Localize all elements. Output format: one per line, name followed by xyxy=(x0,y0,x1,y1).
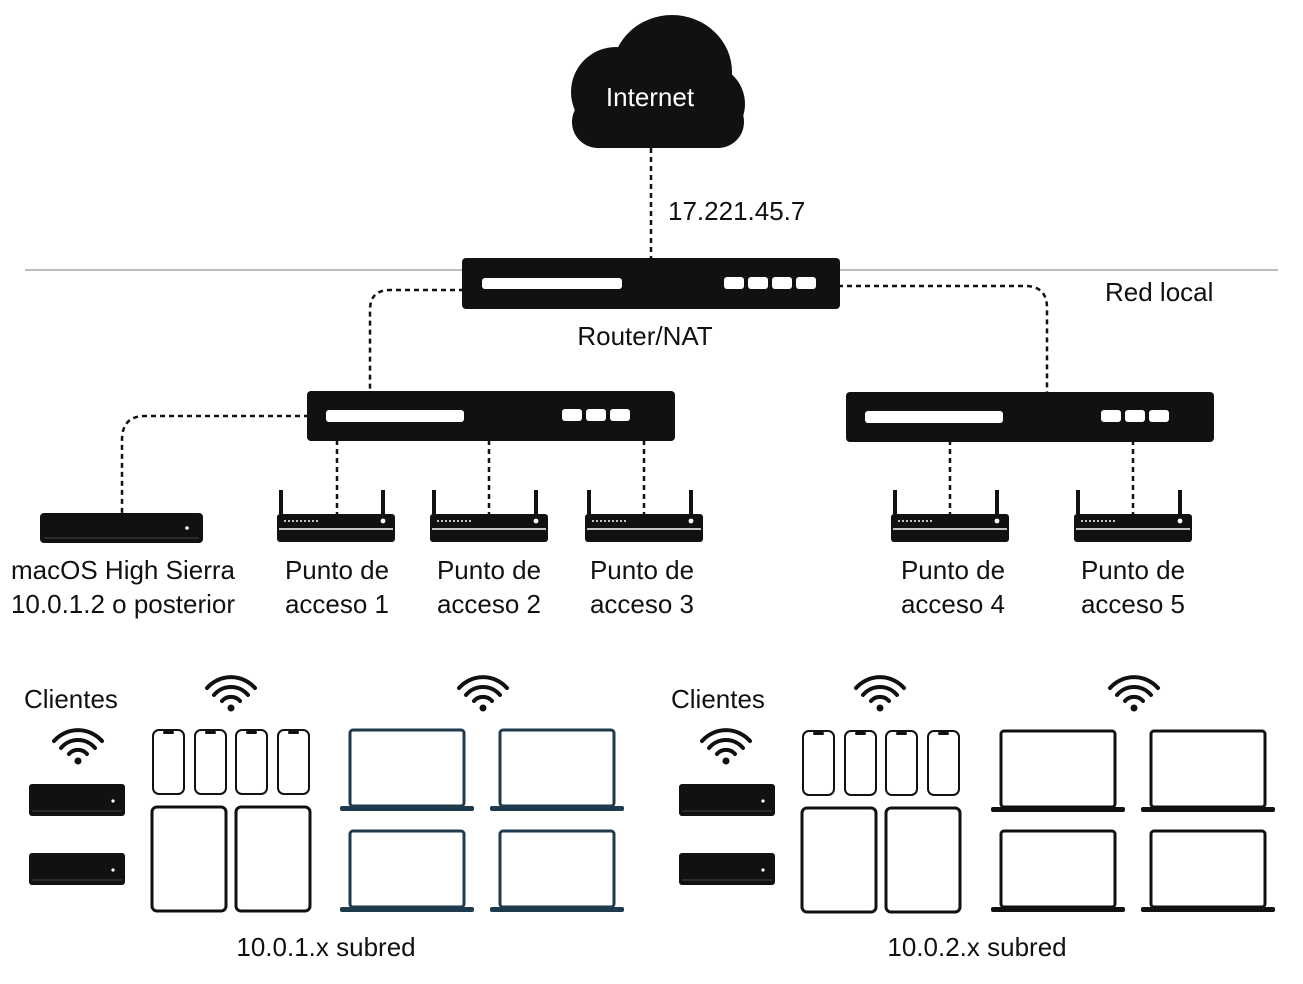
tablet-icon xyxy=(884,806,962,914)
subnet-1-clients xyxy=(28,675,626,914)
phone-icon xyxy=(844,730,877,796)
subnet-1-label: 10.0.1.x subred xyxy=(236,932,416,962)
cloud-icon xyxy=(571,15,745,148)
ap-5-label-line1: Punto de xyxy=(1080,555,1186,585)
wifi-icon xyxy=(1108,675,1160,714)
laptop-icon xyxy=(338,829,476,914)
wifi-icon xyxy=(854,675,906,714)
laptop-icon xyxy=(1139,829,1277,914)
laptop-icon xyxy=(338,728,476,813)
router-label: Router/NAT xyxy=(577,321,713,351)
mac-mini-icon xyxy=(28,852,126,886)
server-label-line2: 10.0.1.2 o posterior xyxy=(10,589,236,619)
ap-4-label-line1: Punto de xyxy=(900,555,1006,585)
subnet-2-clients xyxy=(678,675,1277,914)
phone-icon xyxy=(194,729,227,795)
laptop-icon xyxy=(488,829,626,914)
switch-icon-right xyxy=(846,392,1214,442)
phone-icon xyxy=(802,730,835,796)
link-router-switch-left xyxy=(368,288,464,392)
ap-4-label-line2: acceso 4 xyxy=(900,589,1006,619)
server-label-line1: macOS High Sierra xyxy=(11,555,235,585)
mac-mini-icon xyxy=(678,783,776,817)
laptop-icon xyxy=(1139,729,1277,814)
switch-icon-left xyxy=(307,391,675,441)
subnet-2-label: 10.0.2.x subred xyxy=(887,932,1067,962)
link-router-switch-right xyxy=(838,284,1049,393)
clients-label-1: Clientes xyxy=(24,684,118,714)
wifi-icon xyxy=(457,675,509,714)
ap-1-label-line2: acceso 1 xyxy=(284,589,390,619)
link-switch-server xyxy=(120,414,309,514)
ap-5-label-line2: acceso 5 xyxy=(1080,589,1186,619)
router-icon xyxy=(462,258,840,309)
wan-ip-label: 17.221.45.7 xyxy=(668,196,806,226)
laptop-icon xyxy=(989,729,1127,814)
tablet-icon xyxy=(234,805,312,913)
phone-icon xyxy=(927,730,960,796)
wifi-icon xyxy=(205,675,257,714)
clients-label-2: Clientes xyxy=(671,684,765,714)
internet-label: Internet xyxy=(605,82,695,112)
tablet-icon xyxy=(800,806,878,914)
ap-3-label-line1: Punto de xyxy=(589,555,695,585)
wifi-icon xyxy=(52,728,104,767)
mac-mini-icon xyxy=(28,783,126,817)
connections xyxy=(120,148,1135,514)
laptop-icon xyxy=(488,728,626,813)
mac-mini-icon xyxy=(678,852,776,886)
ap-2-label-line2: acceso 2 xyxy=(436,589,542,619)
mac-mini-icon xyxy=(40,513,203,543)
phone-icon xyxy=(885,730,918,796)
laptop-icon xyxy=(989,829,1127,914)
ap-2-label-line1: Punto de xyxy=(436,555,542,585)
tablet-icon xyxy=(150,805,228,913)
ap-1-label-line1: Punto de xyxy=(284,555,390,585)
lan-label: Red local xyxy=(1105,277,1214,307)
wifi-icon xyxy=(700,728,752,767)
phone-icon xyxy=(235,729,268,795)
ap-3-label-line2: acceso 3 xyxy=(589,589,695,619)
phone-icon xyxy=(277,729,310,795)
phone-icon xyxy=(152,729,185,795)
